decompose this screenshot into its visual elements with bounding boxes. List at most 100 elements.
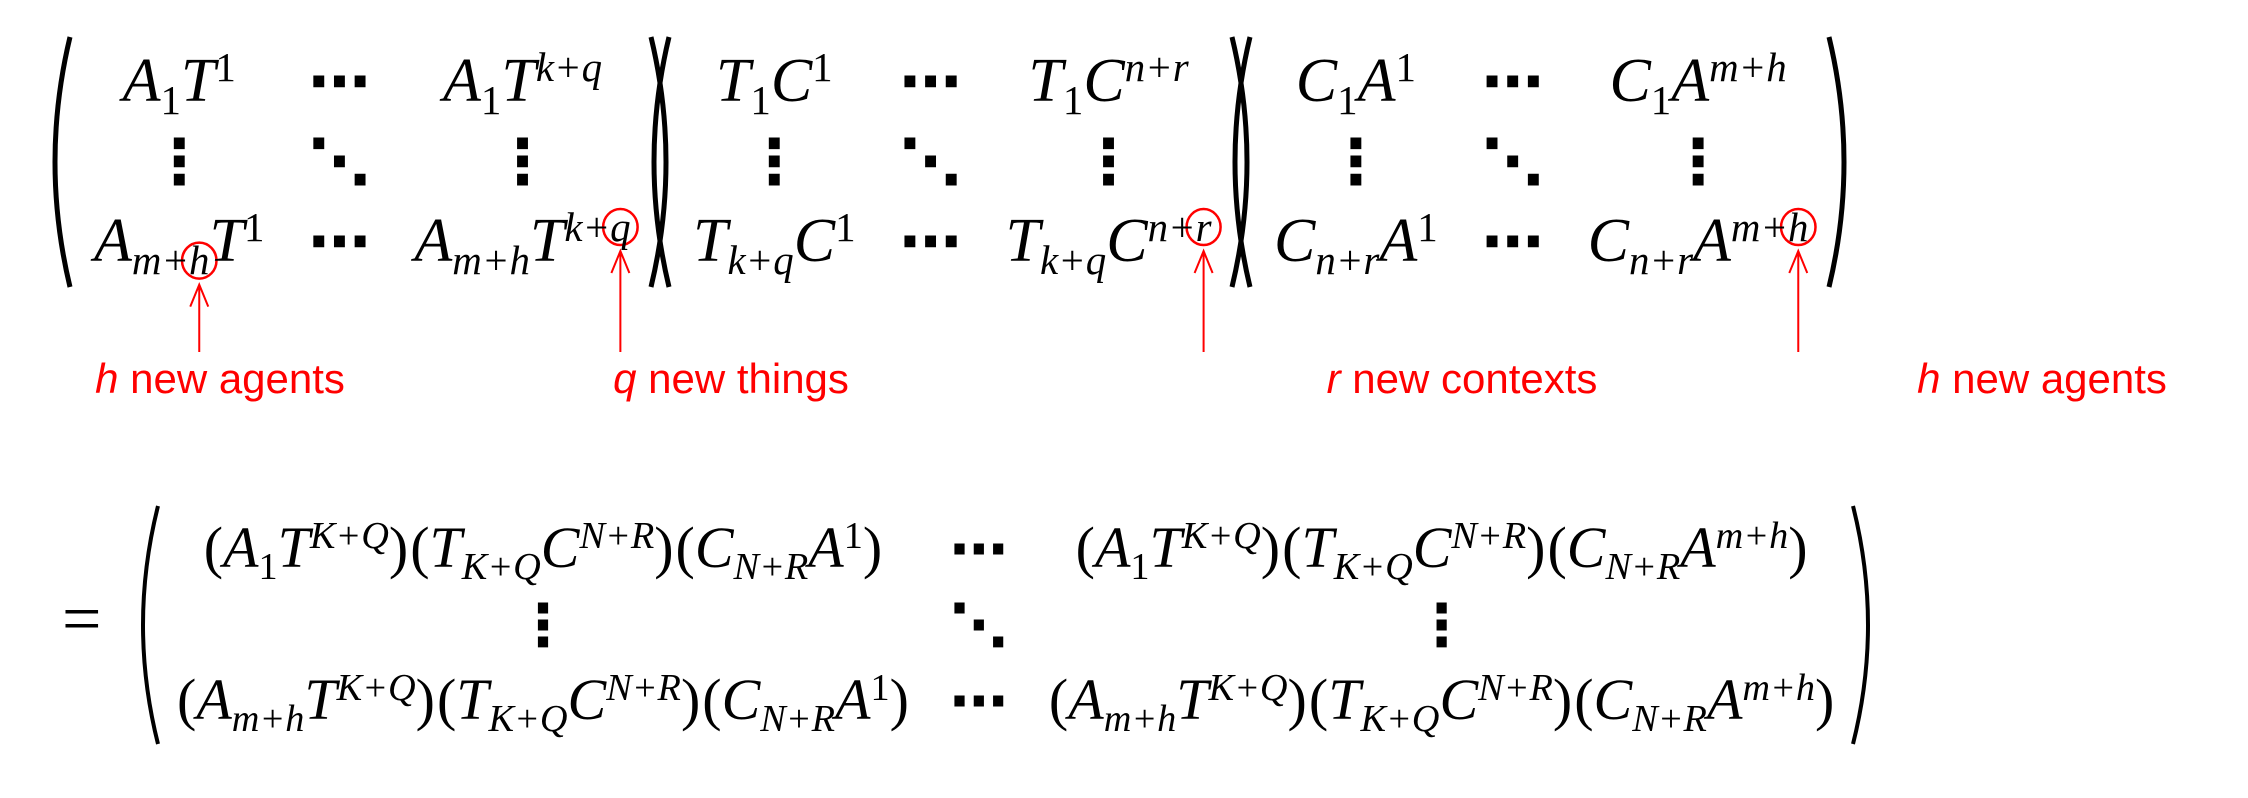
matrix-2: T1C1⋯T1Cn+r⋮⋱⋮Tk+qC1⋯Tk+qCn+r (693, 33, 1212, 291)
math-factor: Am+h (1707, 669, 1815, 729)
math-factor: A1 (443, 50, 501, 121)
up-arrow-icon (1193, 248, 1214, 352)
ellipsis-dots: ⋯ (899, 205, 962, 278)
superscript: 1 (1417, 204, 1438, 250)
math-factor: C1 (794, 207, 856, 272)
factor-base: T (715, 47, 751, 115)
factor-base: A (414, 207, 453, 275)
factor-base: T (1028, 47, 1063, 115)
parenthesized-product: CN+RA1 (702, 667, 909, 738)
left-paren-matrix-3 (1232, 36, 1253, 288)
factor-base: A (1706, 667, 1743, 732)
parenthesized-product: TK+QCN+R (1309, 667, 1572, 738)
superscript: N+R (1451, 514, 1527, 557)
matrix-entry: Am+hTk+q (414, 193, 630, 291)
factor-base: T (1149, 515, 1182, 580)
subscript: K+Q (461, 546, 541, 589)
subscript: N+R (1632, 698, 1707, 741)
subscript: m+h (452, 238, 530, 284)
math-factor: CN+R (1439, 669, 1552, 729)
ellipsis-dots: ⋮ (1412, 591, 1471, 659)
factor-base: T (1301, 515, 1334, 580)
ellipsis-dots: ⋯ (1481, 205, 1544, 278)
ellipsis-dots: ⋱ (899, 125, 962, 198)
superscript: k+q (564, 204, 631, 250)
factor-base: T (501, 47, 536, 115)
ellipsis-dots: ⋱ (1481, 125, 1544, 198)
math-factor: TK+Q (1176, 669, 1287, 729)
matrix-entry: A1TK+QTK+QCN+RCN+RA1 (203, 502, 883, 596)
math-factor: TK+Q (430, 519, 541, 587)
annotation-text: new things (636, 355, 849, 402)
parenthesized-product: CN+RAm+h (1547, 515, 1807, 587)
math-factor: TK+Q (278, 517, 389, 577)
annotation-variable: q (613, 355, 637, 402)
matrix-entry: Tk+qC1 (693, 193, 856, 291)
math-factor: Cn+r (1588, 210, 1693, 281)
subscript: 1 (160, 78, 181, 124)
annotation-label: h new agents (1917, 358, 2167, 400)
parenthesized-product: TK+QCN+R (1282, 514, 1545, 586)
matrix-entry: C1Am+h (1609, 33, 1786, 131)
factor-base: T (1005, 207, 1040, 275)
up-arrow-icon (189, 281, 210, 352)
factor-base: A (196, 667, 232, 732)
superscript: N+R (1478, 666, 1553, 709)
matrix-entry: Am+hTK+QTK+QCN+RCN+RAm+h (1048, 654, 1835, 748)
math-factor: Cn+r (1106, 207, 1211, 272)
subscript: 1 (1062, 78, 1084, 124)
math-factor: CN+R (1594, 671, 1707, 739)
factor-base: C (1295, 47, 1338, 115)
math-factor: CN+R (541, 517, 654, 577)
subscript: 1 (258, 546, 278, 589)
math-factor: A1 (1357, 47, 1416, 115)
parenthesized-product: Am+hTK+Q (177, 667, 435, 739)
factor-base: T (180, 47, 216, 115)
superscript: K+Q (1208, 666, 1288, 709)
matrix-entry: Cn+rAm+h (1588, 193, 1809, 291)
superscript: K+Q (336, 666, 416, 709)
right-paren-matrix-3 (1826, 36, 1847, 288)
superscript: m+h (1730, 204, 1809, 250)
annotation-label: q new things (613, 358, 849, 400)
highlight-circle (601, 207, 639, 247)
factor-base: T (209, 207, 244, 275)
math-factor: TK+Q (304, 669, 415, 729)
matrix-entry: T1C1 (716, 33, 833, 131)
factor-base: T (529, 207, 565, 275)
factor-base: T (277, 515, 310, 580)
up-arrow-icon (1788, 248, 1809, 352)
factor-base: T (693, 207, 728, 275)
superscript: m+h (1742, 666, 1815, 709)
parenthesized-product: TK+QCN+R (437, 667, 700, 738)
factor-base: T (1328, 667, 1361, 732)
subscript: m+h (1103, 698, 1177, 741)
superscript: 1 (1395, 44, 1416, 90)
math-factor: A1 (835, 669, 890, 729)
subscript: n+r (1629, 238, 1694, 284)
factor-base: C (1083, 47, 1125, 115)
left-paren-result (141, 505, 160, 745)
factor-base: A (1671, 47, 1710, 115)
superscript: 1 (870, 666, 890, 709)
superscript: K+Q (309, 514, 389, 557)
highlight-circle (1185, 207, 1222, 247)
left-paren-matrix-1 (52, 36, 73, 288)
subscript: N+R (733, 546, 809, 589)
math-factor: C1 (1609, 50, 1671, 121)
matrix-entry: Am+hT1 (94, 193, 264, 291)
ellipsis-dots: ⋯ (308, 45, 371, 118)
result-matrix-grid: A1TK+QTK+QCN+RCN+RA1⋯A1TK+QTK+QCN+RCN+RA… (176, 502, 1835, 748)
math-factor: Am+h (196, 671, 304, 739)
annotation-text: new agents (1940, 355, 2167, 402)
factor-base: C (567, 667, 607, 732)
factor-base: A (1357, 47, 1396, 115)
factor-base: T (304, 667, 337, 732)
factor-base: A (835, 667, 871, 732)
factor-base: A (94, 207, 132, 275)
math-factor: CN+R (1567, 519, 1680, 587)
subscript: N+R (1605, 546, 1681, 589)
up-arrow-icon (610, 248, 631, 352)
subscript: 1 (480, 78, 502, 124)
matrix-entry: Tk+qCn+r (1006, 193, 1212, 291)
